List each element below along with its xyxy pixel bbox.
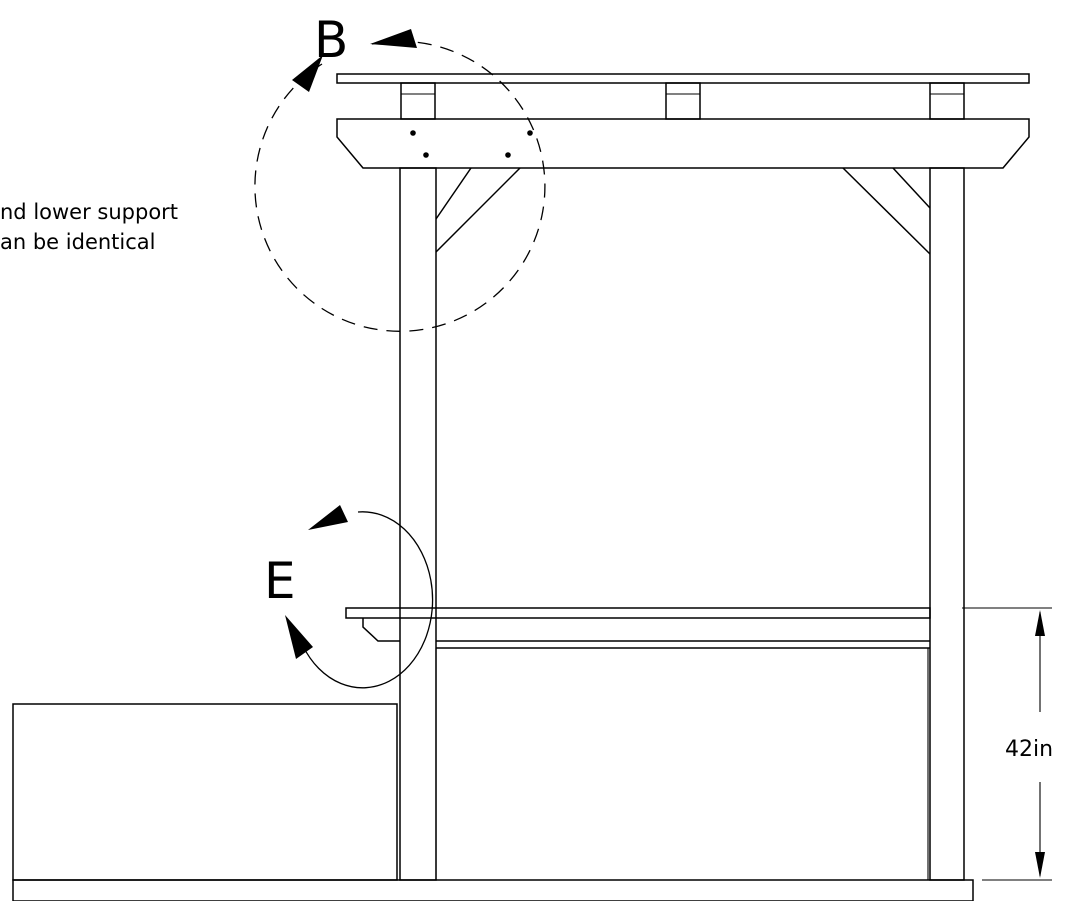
counter-bracket — [362, 618, 400, 642]
base-platform — [12, 879, 974, 901]
header-bolts — [410, 130, 533, 158]
detail-e-label: E — [264, 552, 296, 610]
detail-b-arrow-left — [292, 55, 323, 92]
post-left — [399, 167, 437, 881]
dim-arrow-down — [1035, 852, 1045, 878]
detail-b-circle — [254, 40, 546, 332]
detail-e-arrow-top — [308, 505, 348, 530]
note-line-1: nd lower support — [0, 200, 178, 224]
dim-arrow-up — [1035, 610, 1045, 636]
post-right — [929, 167, 965, 881]
detail-e-circle — [302, 511, 434, 689]
adjacent-cabinet — [12, 703, 398, 881]
counter-top — [345, 607, 931, 619]
header-beam — [336, 118, 1030, 169]
purlin-block-center — [665, 82, 701, 120]
detail-e-arrow-bottom — [285, 615, 313, 659]
knee-brace-right — [842, 167, 931, 255]
purlin-block-right — [929, 82, 965, 120]
dim-height-label: 42in — [1005, 737, 1053, 762]
note-line-2: an be identical — [0, 230, 156, 254]
detail-b-label: B — [314, 11, 348, 69]
top-roof-plank — [336, 73, 1030, 84]
detail-b-arrow-top — [370, 29, 417, 48]
knee-brace-left — [435, 167, 521, 253]
purlin-block-left — [400, 82, 436, 120]
